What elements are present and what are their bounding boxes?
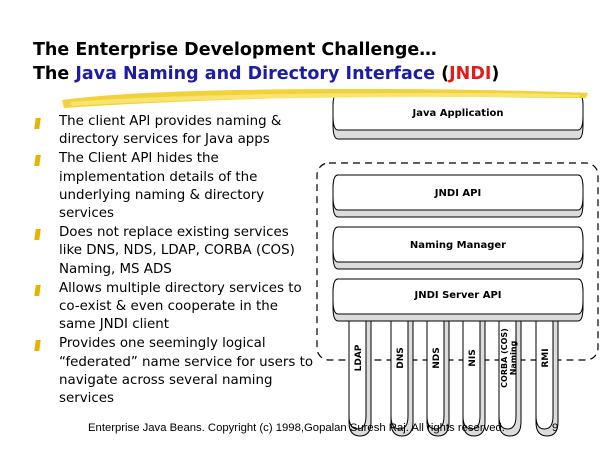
provider-label-line-2: Naming (509, 340, 518, 375)
provider-label: NDS (432, 347, 442, 369)
title-highlight-stroke (62, 89, 588, 108)
bullet-item: Does not replace existing services like … (34, 224, 314, 279)
provider-nds: NDS (426, 306, 450, 437)
layer-jndi-server-api: JNDI Server API (332, 278, 584, 322)
jndi-architecture-diagram: Java Application JNDI API Naming Manager… (316, 92, 599, 437)
provider-label: LDAP (354, 344, 364, 371)
layer-label: Naming Manager (410, 240, 506, 251)
bullet-icon (34, 155, 41, 167)
layer-naming-manager: Naming Manager (332, 226, 584, 270)
bullet-text: The Client API hides the implementation … (59, 151, 265, 222)
provider-label: NIS (468, 349, 478, 366)
bullet-text: Does not replace existing services like … (59, 225, 295, 277)
bullet-icon (34, 229, 41, 241)
title-prefix: The (33, 64, 76, 84)
title-line-2: The Java Naming and Directory Interface … (33, 62, 593, 86)
provider-label: CORBA (COS)Naming (500, 328, 518, 388)
title-highlight: Java Naming and Directory Interface (75, 64, 436, 84)
footer-copyright: Enterprise Java Beans. Copyright (c) 199… (88, 422, 505, 434)
title-close-paren: ) (491, 64, 500, 84)
jndi-boundary-dashed (316, 162, 599, 361)
provider-label: RMI (541, 348, 551, 367)
page-number: 9 (552, 422, 559, 434)
bullet-text: Allows multiple directory services to co… (59, 280, 302, 333)
bullet-icon (34, 284, 41, 296)
bullet-item: Allows multiple directory services to co… (34, 280, 314, 335)
provider-label-line-1: CORBA (COS) (500, 328, 509, 388)
provider-label: DNS (396, 347, 406, 369)
provider-nis: NIS (462, 306, 486, 437)
bullet-item: Provides one seemingly logical “federate… (34, 335, 314, 408)
bullet-text: Provides one seemingly logical “federate… (59, 336, 314, 407)
slide-title: The Enterprise Development Challenge… Th… (33, 38, 593, 86)
provider-ldap: LDAP (348, 306, 372, 437)
layer-jndi-api: JNDI API (332, 174, 584, 218)
provider-dns: DNS (390, 306, 414, 437)
title-open-paren: ( (435, 64, 450, 84)
layer-label: Java Application (411, 108, 503, 119)
provider-rmi: RMI (535, 306, 559, 437)
bullet-list: The client API provides naming & directo… (34, 113, 314, 409)
title-line-1: The Enterprise Development Challenge… (33, 40, 437, 60)
bullet-icon (34, 118, 41, 129)
title-acronym: JNDI (449, 64, 492, 84)
bullet-icon (34, 340, 41, 352)
provider-corba-naming: CORBA (COS)Naming (498, 306, 522, 437)
bullet-item: The client API provides naming & directo… (34, 113, 314, 149)
layer-label: JNDI API (434, 188, 481, 199)
bullet-item: The Client API hides the implementation … (34, 150, 314, 223)
layer-label: JNDI Server API (413, 290, 501, 301)
layer-java-application: Java Application (332, 92, 584, 140)
bullet-text: The client API provides naming & directo… (59, 114, 282, 148)
